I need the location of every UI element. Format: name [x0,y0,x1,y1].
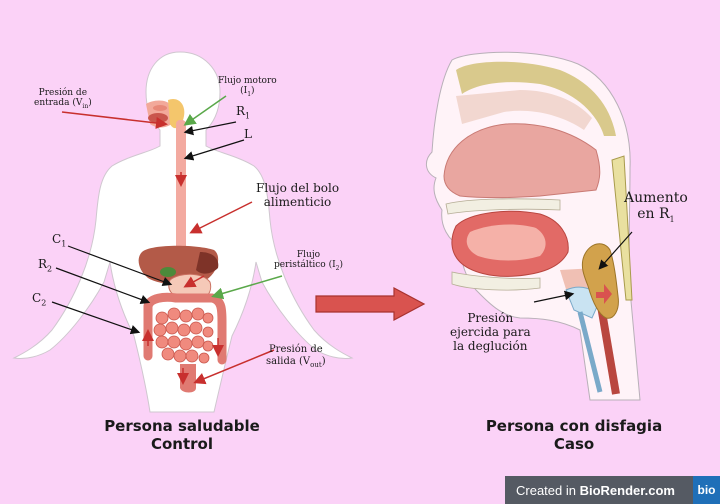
head-sagittal-section [426,51,641,401]
biorender-brand: BioRender.com [579,482,675,498]
label-flujo-peristaltico: Flujo peristáltico (I2) [274,250,343,273]
esophagus [176,120,186,250]
biorender-logo-icon: bio [693,476,720,504]
sub-2: 2 [335,265,340,273]
label-flujo-perist-line1: Flujo [296,250,321,260]
biorender-badge[interactable]: Created in BioRender.com bio [505,476,720,504]
right-title-line2: Caso [553,435,595,453]
flow-arrows-red [61,111,275,385]
flow-arrows-green [183,95,283,300]
left-title-line2: Control [150,435,213,453]
right-title-line1: Persona con disfagia [485,417,663,435]
intestines [143,292,227,393]
biorender-badge-text: Created in BioRender.com [516,482,675,498]
label-r1: R1 [236,104,251,121]
label-flujo-bolo-line2: alimenticio [263,194,332,209]
label-flujo-perist-line2: peristáltico (I2) [274,260,343,273]
pressure-arrow [596,284,612,304]
sub-1: 1 [247,91,252,99]
label-presion-salida-line2: salida (Vout) [266,355,326,369]
sub-out: out [310,360,322,369]
label-aumento-r1: Aumento en R1 [624,190,688,224]
label-presion-entrada: Presión de entrada (Vin) [34,88,92,111]
label-presion-salida: Presión de salida (Vout) [266,344,326,369]
right-title: Persona con disfagia Caso [474,417,674,453]
sub-in: in [82,103,89,111]
label-aumento-line1: Aumento [624,190,688,206]
label-flujo-bolo: Flujo del bolo alimenticio [256,181,340,210]
abdominal-organs [138,245,219,302]
label-c2: C2 [32,291,47,308]
label-aumento-line2: en R1 [637,206,675,224]
label-presion-entrada-line2: entrada (Vin) [34,98,92,111]
label-flujo-motor-line2: (I1) [240,86,255,99]
transition-arrow [315,287,426,321]
label-c1: C1 [52,232,67,249]
label-flujo-bolo-line1: Flujo del bolo [256,181,340,195]
sub-aumento: 1 [669,214,675,224]
label-flujo-motor-line1: Flujo motoro [218,76,277,86]
pointer-arrows-black [51,121,245,335]
label-l: L [244,127,252,141]
label-r2: R2 [38,257,53,274]
label-presion-line2: ejercida para [450,324,531,339]
label-presion-line3: la deglución [453,338,528,353]
label-presion-line1: Presión [467,311,514,325]
r1-increase-region [581,243,619,319]
label-flujo-motor: Flujo motoro (I1) [218,76,277,99]
right-pointer-arrows [533,231,633,303]
left-title-line1: Persona saludable [104,417,260,435]
left-title: Persona saludable Control [92,417,272,453]
label-presion-entrada-line1: Presión de [38,88,88,98]
label-presion-salida-line1: Presión de [268,344,323,355]
label-presion-deglucion: Presión ejercida para la deglución [450,311,531,353]
